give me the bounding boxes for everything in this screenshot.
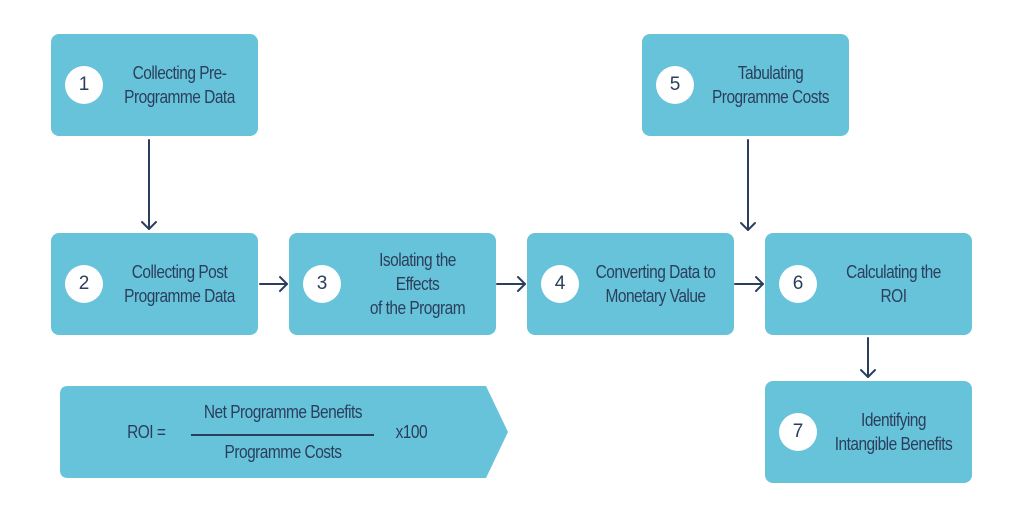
step-label: Isolating the Effects of the Program xyxy=(369,250,466,318)
step-label: Converting Data to Monetary Value xyxy=(595,262,716,306)
step-6-box: 6 Calculating the ROI xyxy=(765,233,972,335)
step-number-badge: 1 xyxy=(65,66,103,104)
step-1-box: 1 Collecting Pre- Programme Data xyxy=(51,34,258,136)
step-label: Calculating the ROI xyxy=(846,262,941,306)
arrow-5-to-6 xyxy=(740,139,756,231)
step-label: Collecting Post Programme Data xyxy=(124,262,235,306)
step-7-box: 7 Identifying Intangible Benefits xyxy=(765,381,972,483)
step-number-badge: 3 xyxy=(303,265,341,303)
step-number-badge: 5 xyxy=(656,66,694,104)
roi-denominator: Programme Costs xyxy=(224,442,342,462)
fraction-line xyxy=(191,434,374,436)
roi-lhs: ROI = xyxy=(127,422,166,442)
step-number-badge: 2 xyxy=(65,265,103,303)
roi-numerator: Net Programme Benefits xyxy=(203,402,363,422)
step-4-box: 4 Converting Data to Monetary Value xyxy=(527,233,734,335)
arrow-3-to-4 xyxy=(496,276,526,292)
step-number-badge: 6 xyxy=(779,265,817,303)
arrow-4-to-6 xyxy=(734,276,764,292)
step-label: Identifying Intangible Benefits xyxy=(834,410,953,454)
step-number-badge: 7 xyxy=(779,413,817,451)
step-3-box: 3 Isolating the Effects of the Program xyxy=(289,233,496,335)
roi-formula-shape xyxy=(60,386,508,478)
arrow-6-to-7 xyxy=(860,337,876,378)
step-5-box: 5 Tabulating Programme Costs xyxy=(642,34,849,136)
step-2-box: 2 Collecting Post Programme Data xyxy=(51,233,258,335)
roi-multiplier: x100 xyxy=(395,422,428,442)
step-label: Tabulating Programme Costs xyxy=(711,63,830,107)
step-number-badge: 4 xyxy=(541,265,579,303)
arrow-2-to-3 xyxy=(259,276,288,292)
step-label: Collecting Pre- Programme Data xyxy=(124,63,235,107)
arrow-1-to-2 xyxy=(141,139,157,230)
